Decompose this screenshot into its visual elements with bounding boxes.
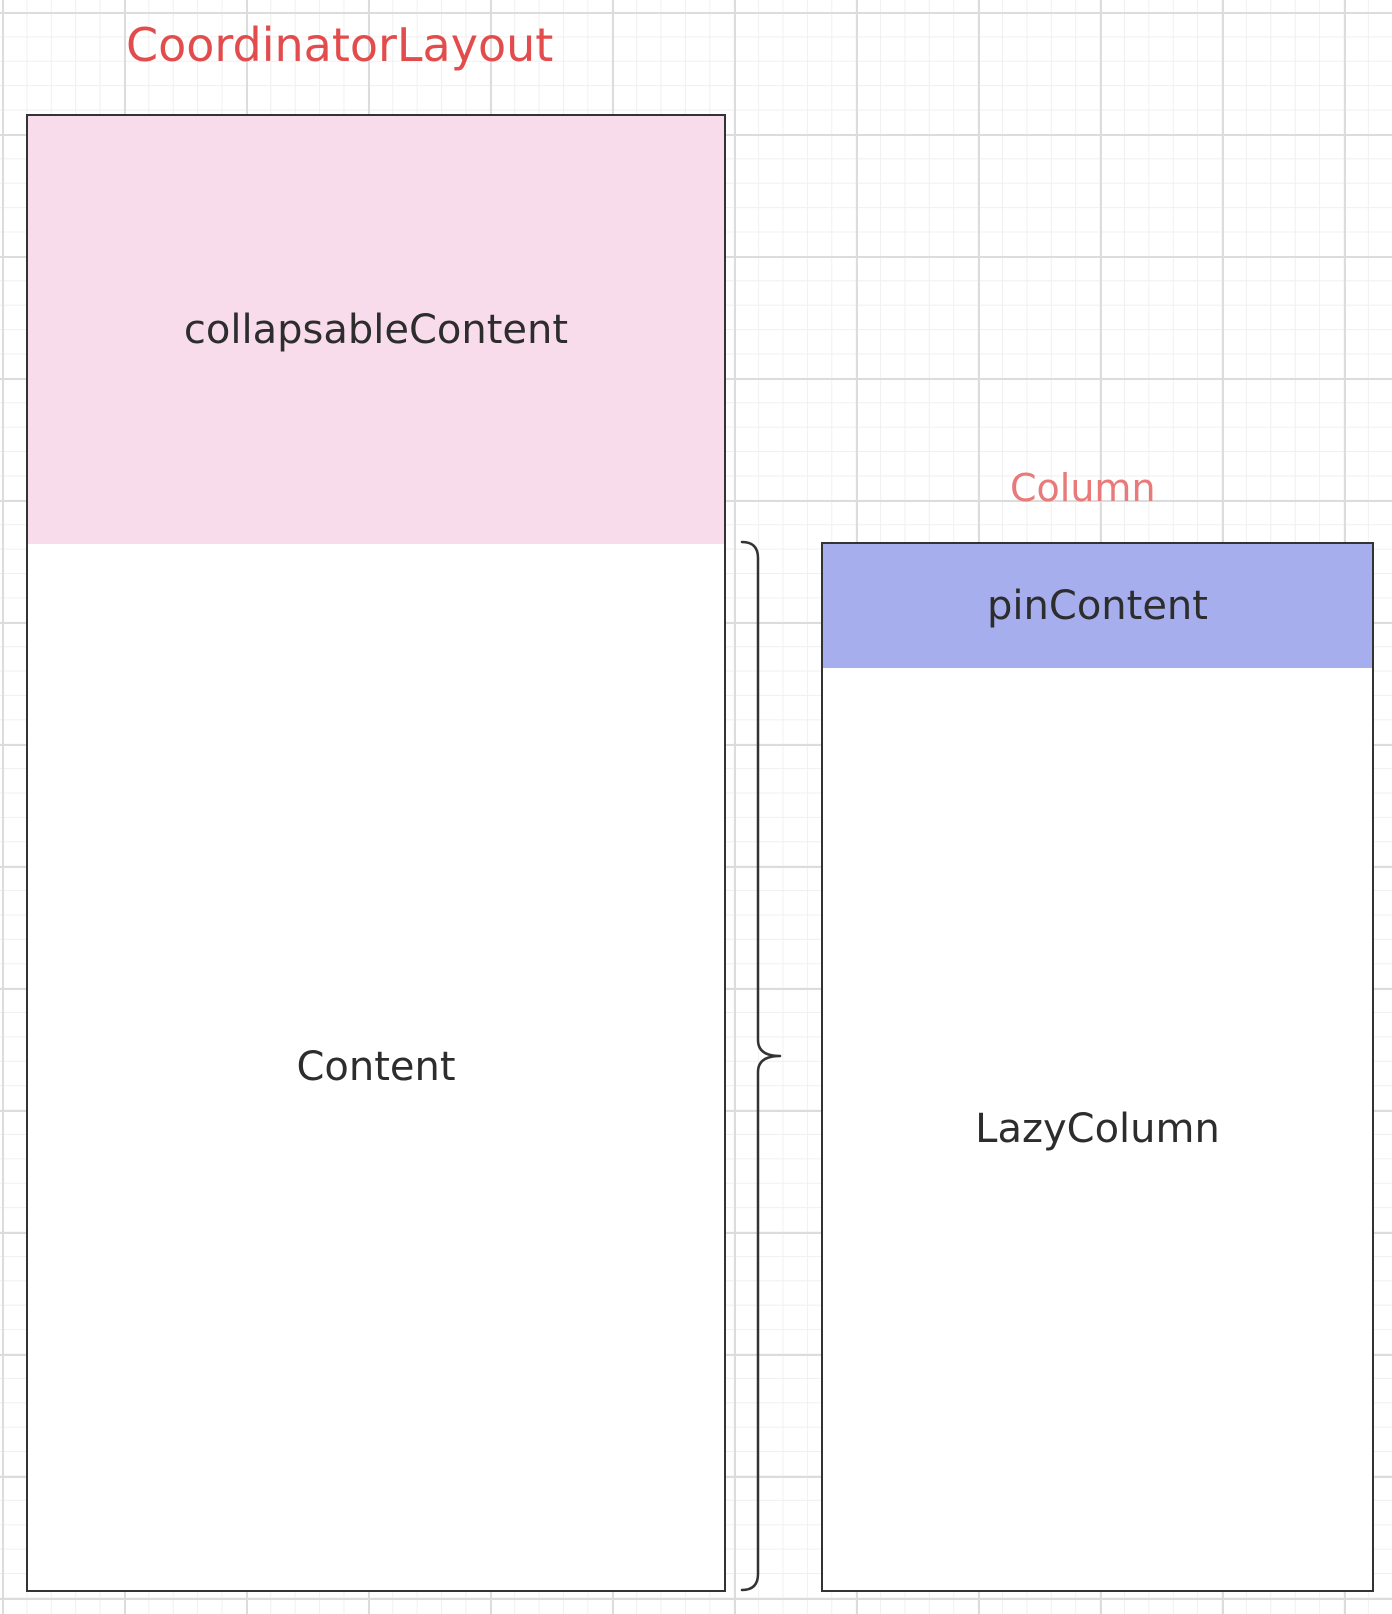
lazy-column-label: LazyColumn [975,1106,1220,1152]
curly-brace-connector [740,540,782,1592]
content-block: Content [28,544,724,1590]
coordinator-layout-title: CoordinatorLayout [126,18,554,72]
lazy-column-block: LazyColumn [823,668,1372,1590]
pin-content-block: pinContent [823,544,1372,668]
content-label: Content [296,1044,456,1090]
collapsable-content-label: collapsableContent [183,307,569,353]
pin-content-label: pinContent [987,583,1208,629]
collapsable-content-block: collapsableContent [28,116,724,544]
column-box [821,542,1374,1592]
column-title: Column [1010,466,1156,510]
